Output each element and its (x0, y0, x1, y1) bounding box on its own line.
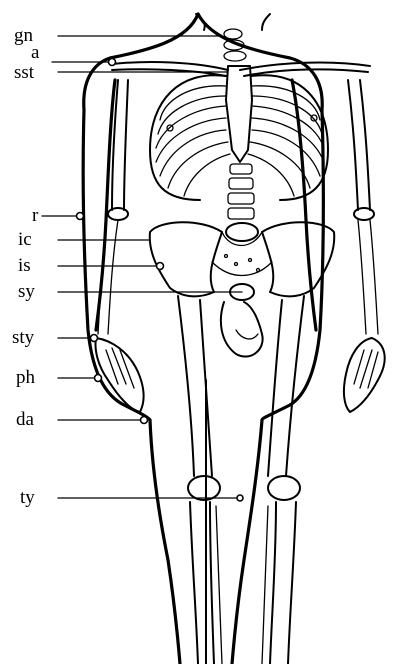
point-ph (95, 375, 102, 382)
arm-bones (98, 80, 378, 334)
label-r: r (32, 205, 39, 226)
leg-bones (178, 296, 304, 664)
label-sst: sst (14, 62, 35, 83)
point-r (77, 213, 84, 220)
label-ty: ty (20, 487, 35, 508)
point-ty (237, 495, 243, 501)
label-ph: ph (16, 367, 36, 388)
genitals (221, 302, 263, 357)
label-is: is (18, 255, 31, 276)
label-a: a (31, 42, 40, 63)
point-da (141, 417, 148, 424)
point-sty (91, 335, 98, 342)
point-is (157, 263, 164, 270)
hands (96, 338, 385, 412)
cervical-spine (196, 14, 270, 61)
lumbar-spine (226, 164, 258, 241)
shoulder-girdle (112, 62, 370, 76)
label-ic: ic (18, 229, 32, 250)
labels: gn a sst r ic is sy sty ph da ty (12, 25, 40, 508)
label-sy: sy (18, 281, 35, 302)
point-a (109, 59, 116, 66)
label-da: da (16, 409, 35, 430)
label-sty: sty (12, 327, 35, 348)
sternum (226, 66, 252, 162)
